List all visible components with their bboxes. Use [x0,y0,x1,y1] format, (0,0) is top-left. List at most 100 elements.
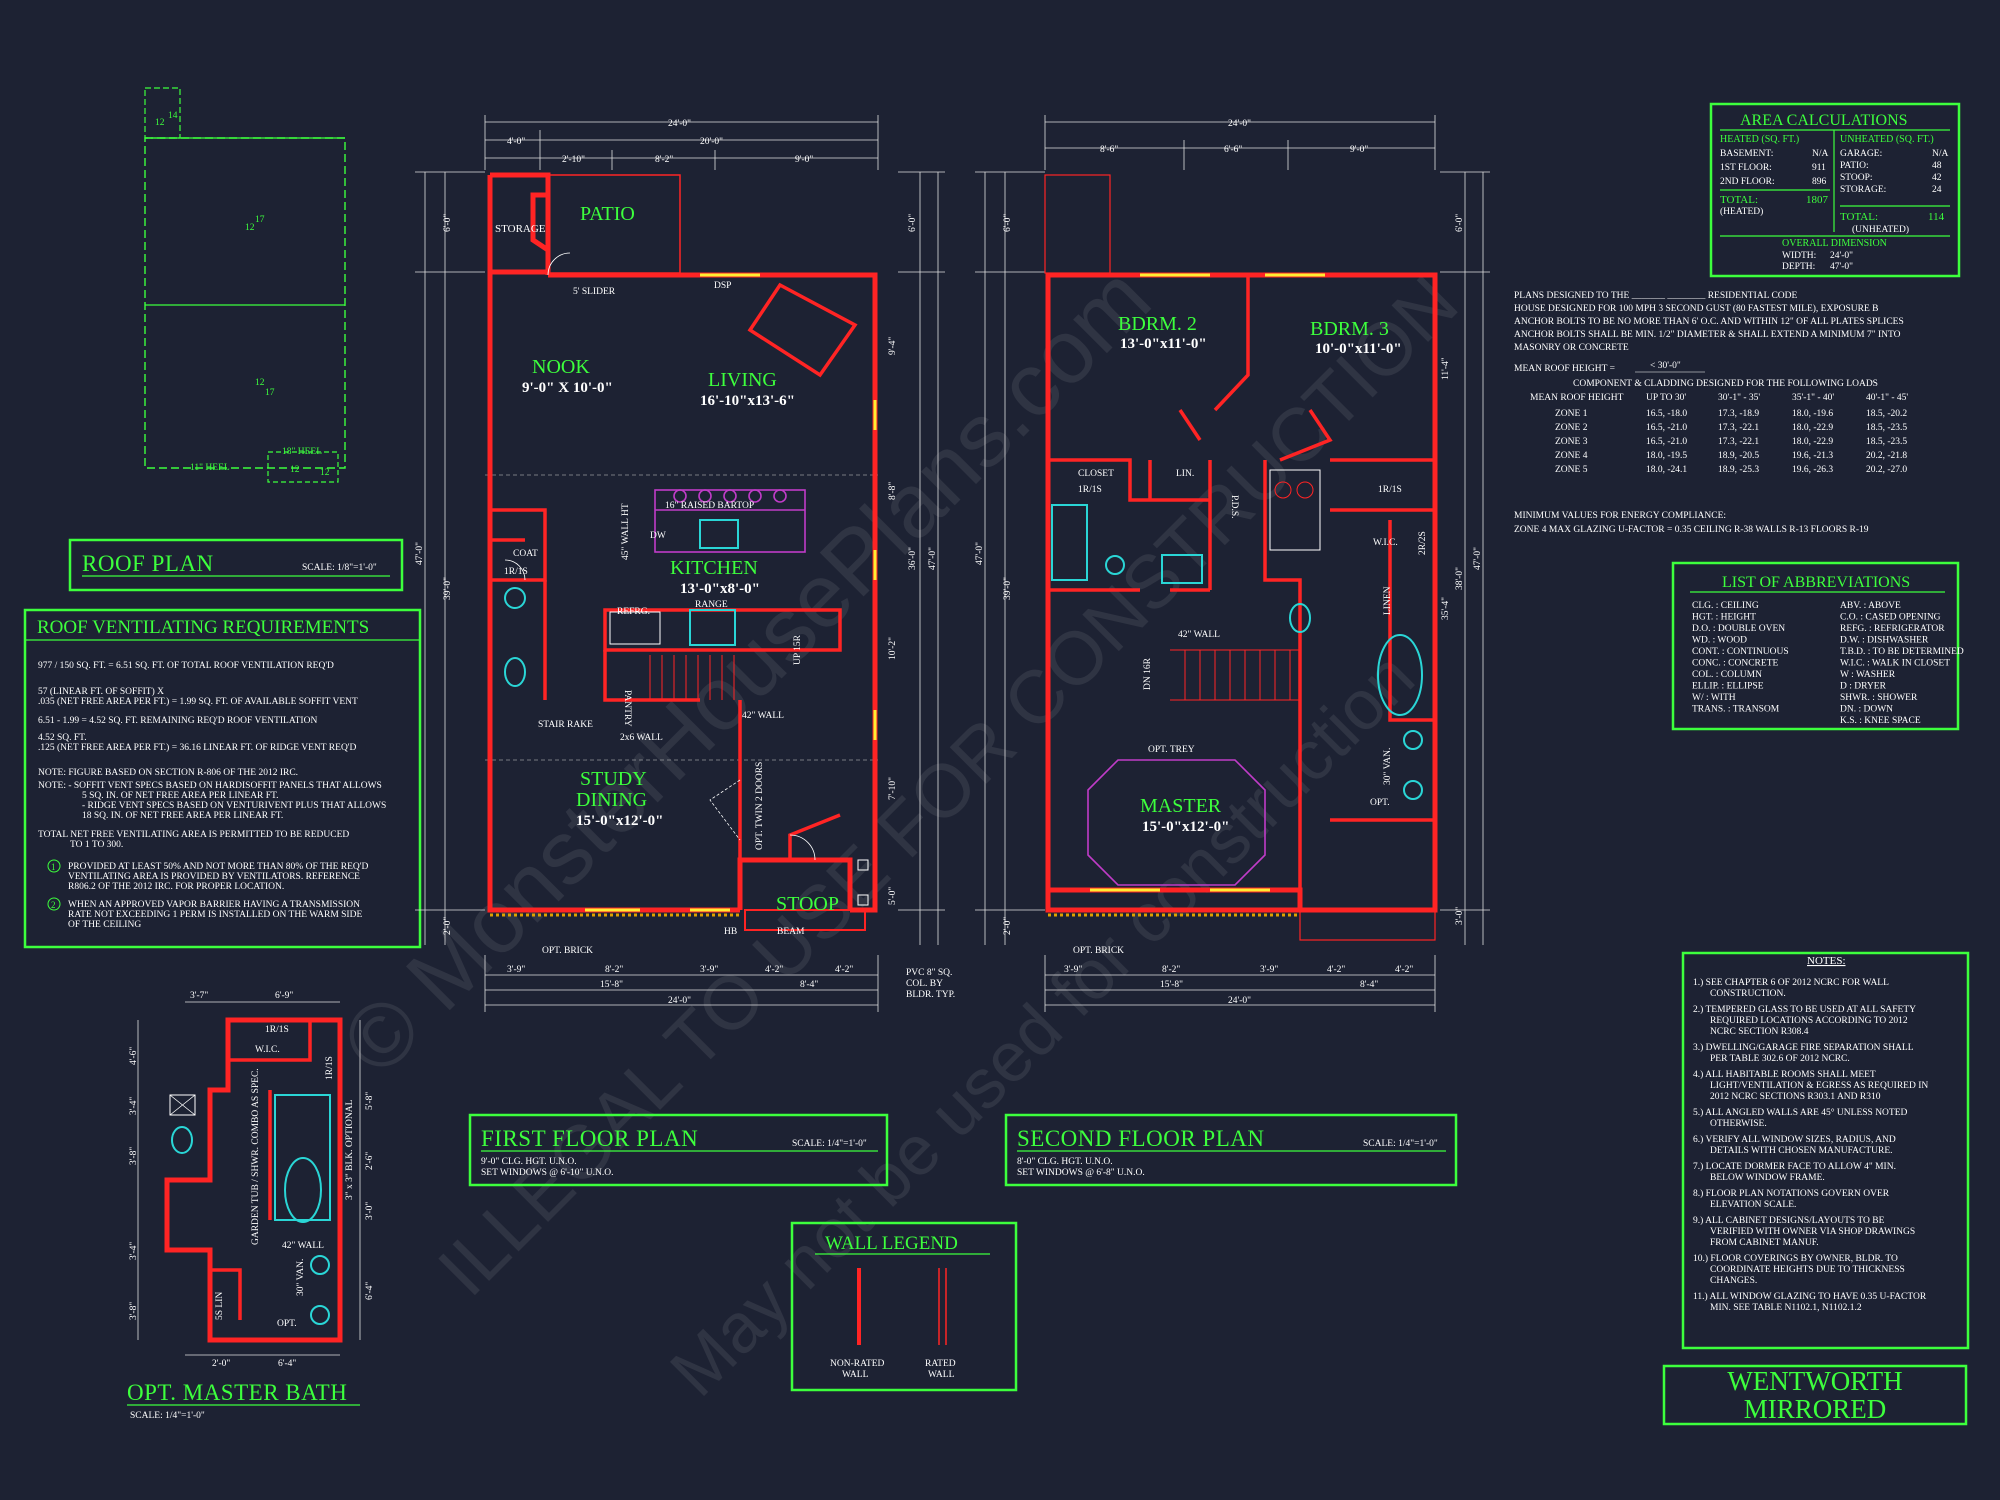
bath-dim: 3'-4" [129,1242,139,1260]
roof-vent-line: 18 SQ. IN. OF NET FREE AREA PER LINEAR F… [82,811,283,821]
load-table-cell: 20.2, -27.0 [1866,465,1907,475]
roof-pitch-label: 17 [265,388,275,398]
load-table-cell: 19.6, -26.3 [1792,465,1833,475]
abbreviation-item: CONC. : CONCRETE [1692,659,1778,669]
note-line: 2012 NCRC SECTIONS R303.1 AND R310 [1710,1092,1881,1102]
area-unheated-label: STOOP: [1840,173,1873,183]
area-total-unheated-note: (UNHEATED) [1852,224,1909,235]
area-total-unheated-value: 114 [1928,211,1945,223]
bath-dim: 4'-6" [129,1047,139,1065]
area-heated-header: HEATED (SQ. FT.) [1720,134,1799,145]
plan-note: BLDR. TYP. [906,990,955,1000]
load-table-cell: 16.5, -21.0 [1646,423,1687,433]
room-dimension: 13'-0"x8'-0" [680,581,760,597]
dimension-label: 8'-2" [655,155,673,165]
dimension-label: 47'-0" [1473,547,1483,570]
load-table-cell: 17.3, -18.9 [1718,409,1759,419]
roof-pitch-label: 12 [245,223,255,233]
area-total-heated-label: TOTAL: [1720,194,1758,206]
roof-vent-line: 977 / 150 SQ. FT. = 6.51 SQ. FT. OF TOTA… [38,661,334,671]
load-table-cell: 18.5, -23.5 [1866,437,1907,447]
roof-vent-line: 57 (LINEAR FT. OF SOFFIT) X [38,686,164,697]
abbreviation-item: TRANS. : TRANSOM [1692,705,1780,715]
dimension-label: 8'-4" [800,980,818,990]
room-name: STOOP [776,893,839,915]
roof-vent-line: RATE NOT EXCEEDING 1 PERM IS INSTALLED O… [68,910,362,920]
bath-dim: 6'-4" [365,1282,375,1300]
note-line: COORDINATE HEIGHTS DUE TO THICKNESS [1710,1265,1905,1275]
bath-note: 1R/1S [265,1025,289,1035]
roof-vent-line: PROVIDED AT LEAST 50% AND NOT MORE THAN … [68,862,368,872]
plan-note: STAIR RAKE [538,720,593,730]
roof-vent-line: WHEN AN APPROVED VAPOR BARRIER HAVING A … [68,900,360,910]
dimension-label: 11'-4" [1441,357,1451,380]
dimension-label: 24'-0" [1228,996,1251,1006]
master-bath-scale: SCALE: 1/4"=1'-0" [130,1411,205,1421]
bath-note: W.I.C. [255,1045,280,1055]
dimension-label: 24'-0" [668,996,691,1006]
abbreviation-item: W/ : WITH [1692,693,1736,703]
plan-note: 45" WALL HT [621,503,631,560]
general-notes-block: NOTES: 1.) SEE CHAPTER 6 OF 2012 NCRC FO… [1681,951,1970,1350]
roof-plan-title: ROOF PLAN [82,551,214,576]
plan-note: P.D.S. [1229,495,1239,519]
abbreviation-item: ELLIP. : ELLIPSE [1692,682,1764,692]
bath-dim: 3'-7" [190,991,208,1001]
overall-width-label: WIDTH: [1782,251,1816,261]
abbreviation-item: T.B.D. : TO BE DETERMINED [1840,647,1964,657]
load-table-cell: ZONE 1 [1555,409,1588,419]
load-table-cell: 18.0, -22.9 [1792,423,1833,433]
roof-vent-line: VENTILATING AREA IS PROVIDED BY VENTILAT… [68,872,360,882]
dimension-label: 35'-4" [1441,597,1451,620]
dimension-label: 15'-8" [1160,980,1183,990]
note-line: 9.) ALL CABINET DESIGNS/LAYOUTS TO BE [1693,1215,1885,1226]
roof-vent-line: .125 (NET FREE AREA PER FT.) = 36.16 LIN… [38,742,357,753]
abbreviation-item: COL. : COLUMN [1692,670,1762,680]
plan-note: OPT. BRICK [1073,946,1124,956]
plan-note: PVC 8" SQ. [906,968,952,978]
dimension-label: 36'-0" [908,547,918,570]
dimension-label: 6'-0" [1003,214,1013,232]
load-table-cell: ZONE 2 [1555,423,1588,433]
bath-dim: 5'-8" [365,1092,375,1110]
area-unheated-value: 24 [1932,185,1942,195]
area-heated-value: N/A [1812,149,1829,159]
bath-dim: 3'-4" [129,1097,139,1115]
room-name: NOOK [532,356,590,378]
roof-vent-line: .035 (NET FREE AREA PER FT.) = 1.99 SQ. … [38,696,358,707]
note-line: 4.) ALL HABITABLE ROOMS SHALL MEET [1693,1069,1876,1080]
plan-note: RANGE [695,600,728,610]
room-dimension: 16'-10"x13'-6" [700,393,795,409]
dimension-label: 2'-0" [1003,917,1013,935]
dimension-label: 3'-9" [1260,965,1278,975]
note-line: LIGHT/VENTILATION & EGRESS AS REQUIRED I… [1710,1081,1928,1091]
legend-non-rated: NON-RATED [830,1359,884,1369]
second-floor-title: SECOND FLOOR PLAN [1017,1126,1264,1151]
note-line: DETAILS WITH CHOSEN MANUFACTURE. [1710,1146,1893,1156]
note-line: 1.) SEE CHAPTER 6 OF 2012 NCRC FOR WALL [1693,977,1889,988]
overall-depth-value: 47'-0" [1830,262,1853,272]
dimension-label: 4'-2" [835,965,853,975]
cc-title: COMPONENT & CLADDING DESIGNED FOR THE FO… [1573,379,1878,389]
abbreviation-item: D.W. : DISHWASHER [1840,636,1929,646]
heel-label: 18" HEEL [282,447,322,457]
opt-master-bath-drawing: 1R/1S W.I.C. 1R/1S GARDEN TUB / SHWR. CO… [129,991,375,1369]
plan-note: 1R/1S [1078,485,1102,495]
vent-note-marker: 1 [51,862,56,872]
plan-note: 42" WALL [1178,630,1220,640]
load-table-cell: 18.0, -19.6 [1792,409,1833,419]
plan-note: W.I.C. [1373,538,1398,548]
wall-legend-block: WALL LEGEND NON-RATED WALL RATED WALL [790,1221,1018,1392]
note-line: OTHERWISE. [1710,1119,1767,1129]
roof-vent-title: ROOF VENTILATING REQUIREMENTS [37,617,369,638]
load-table-header: UP TO 30' [1646,393,1686,403]
dimension-label: 6'-0" [1455,214,1465,232]
note-line: MIN. SEE TABLE N1102.1, N1102.1.2 [1710,1303,1862,1313]
bath-note: 1R/1S [325,1056,335,1080]
note-line: 2.) TEMPERED GLASS TO BE USED AT ALL SAF… [1693,1004,1916,1015]
room-name: DINING [576,789,647,811]
plan-note: STORAGE [495,223,546,235]
dimension-label: 39'-0" [1003,577,1013,600]
area-total-heated-value: 1807 [1806,194,1829,206]
